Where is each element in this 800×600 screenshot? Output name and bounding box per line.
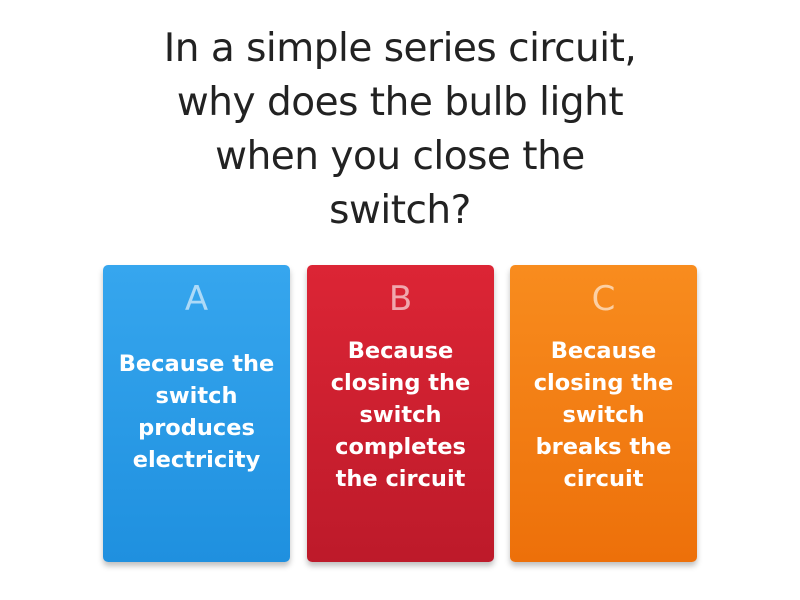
option-letter: C [591,279,616,319]
option-text: Because closing the switch breaks the ci… [533,338,674,492]
option-text: Because closing the switch completes the… [330,338,471,492]
answer-option-b[interactable]: B Because closing the switch completes t… [307,265,494,562]
answer-option-c[interactable]: C Because closing the switch breaks the … [510,265,697,562]
option-letter: B [388,279,413,319]
answer-option-a[interactable]: A Because the switch produces electricit… [103,265,290,562]
option-letter: A [184,279,209,319]
question-text: In a simple series circuit, why does the… [163,26,637,233]
option-text: Because the switch produces electricity [118,351,275,473]
